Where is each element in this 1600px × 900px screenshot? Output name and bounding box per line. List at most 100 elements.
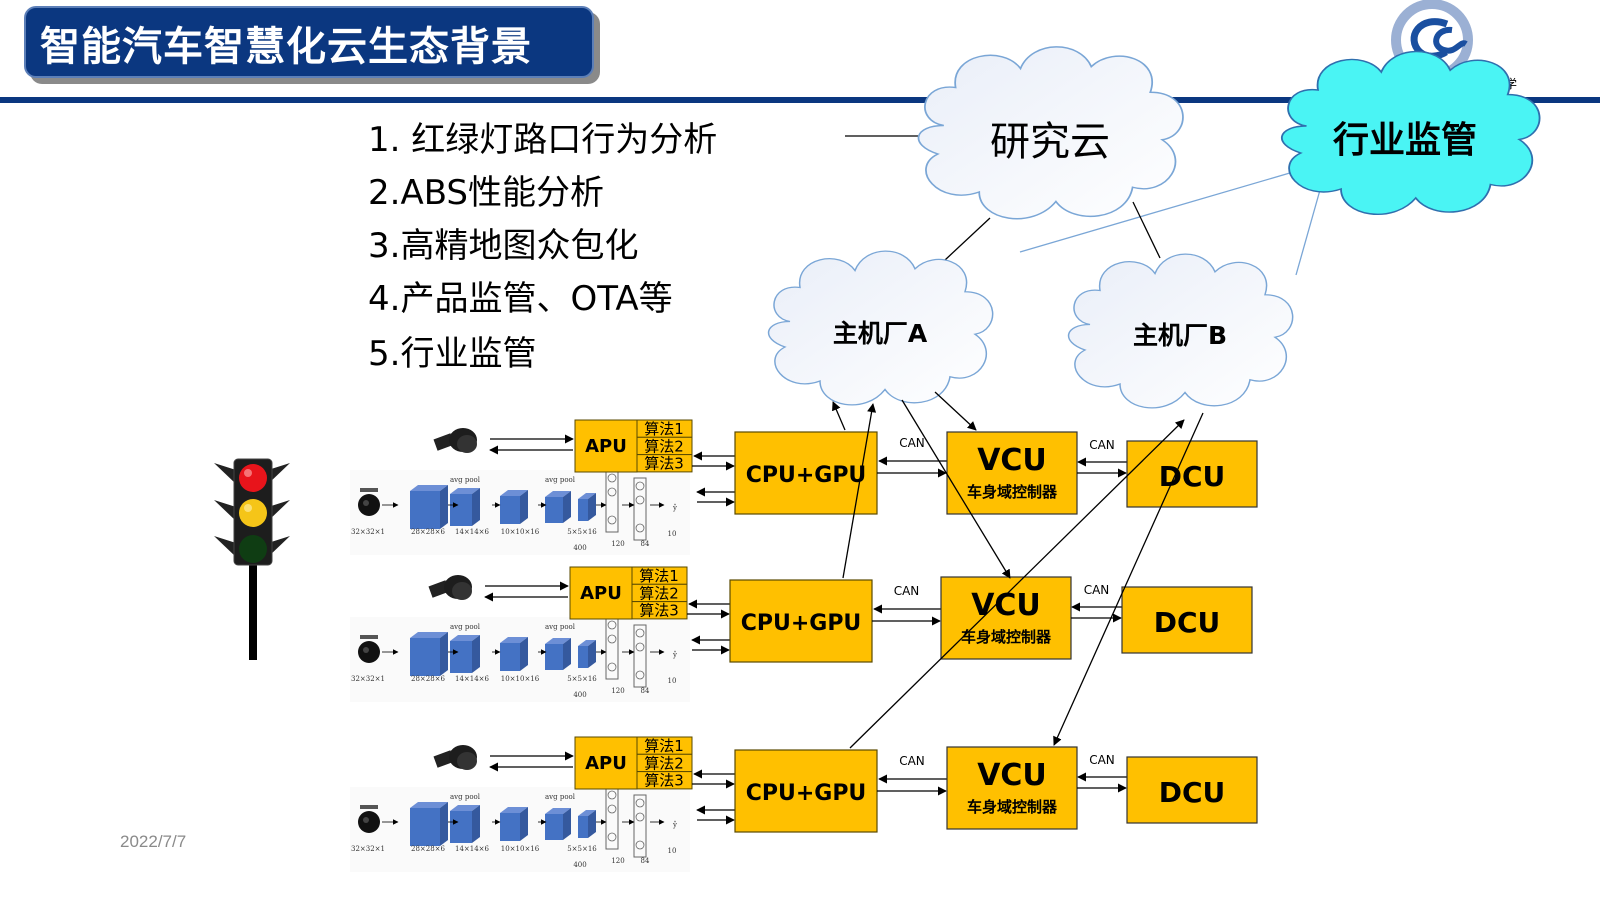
algorithm-label: 算法2 — [644, 754, 684, 772]
cpu-gpu-box: CPU+GPU — [729, 579, 873, 663]
cnn-output-label: ŷ — [672, 504, 677, 512]
cpu-gpu-label: CPU+GPU — [741, 611, 862, 636]
dcu-label: DCU — [1159, 776, 1226, 809]
cnn-dimension-label: 32×32×1 — [351, 675, 385, 683]
cnn-layer-block — [578, 816, 588, 838]
cnn-layer-block — [410, 638, 440, 676]
cnn-pool-label: avg pool — [450, 476, 481, 484]
cnn-output-label: ŷ — [672, 651, 677, 659]
uplink-arrow — [849, 419, 1185, 749]
cnn-dimension-label: 84 — [641, 687, 650, 695]
use-case-item: 1. 红绿灯路口行为分析 — [368, 120, 718, 160]
cnn-pool-label: avg pool — [545, 793, 576, 801]
camera-icon — [358, 488, 380, 516]
algorithm-slot — [636, 454, 693, 473]
cnn-dimension-label: 120 — [611, 857, 624, 865]
cnn-dimension-label: 10 — [668, 677, 677, 685]
vcu-label: VCU — [977, 758, 1047, 793]
cnn-dimension-label: 120 — [611, 540, 624, 548]
cnn-layer-block — [578, 499, 588, 521]
can-bus-label: CAN — [1089, 753, 1115, 767]
regulator-link — [1295, 189, 1321, 276]
cnn-dimension-label: 28×28×6 — [411, 675, 446, 683]
cpu-gpu-box: CPU+GPU — [734, 431, 878, 515]
cnn-dimension-label: 32×32×1 — [351, 845, 385, 853]
vcu-label: VCU — [971, 588, 1041, 623]
cnn-dimension-label: 14×14×6 — [455, 528, 490, 536]
dcu-box: DCU — [1126, 756, 1258, 824]
apu-label: APU — [585, 436, 627, 457]
cnn-dimension-label: 28×28×6 — [411, 528, 446, 536]
use-case-item: 5.行业监管 — [368, 334, 537, 374]
cnn-dimension-label: 14×14×6 — [455, 675, 490, 683]
vehicle-row: 32×32×1 28×28×6 14×14×6 10×10×16 5×5×16 120 84… — [350, 736, 1258, 872]
algorithm-label: 算法1 — [644, 420, 684, 438]
cnn-output-label: ŷ — [672, 821, 677, 829]
uplink-arrow — [832, 401, 846, 431]
algorithm-label: 算法3 — [639, 602, 679, 620]
cnn-layer-block — [450, 641, 472, 673]
cnn-dimension-label: 10×10×16 — [501, 675, 540, 683]
footer-date: 2022/7/7 — [120, 832, 187, 851]
regulator-link — [1019, 169, 1301, 253]
camera-icon — [358, 635, 380, 663]
cloud-link — [1132, 201, 1161, 259]
cnn-dimension-label: 5×5×16 — [567, 675, 597, 683]
sensor-icon — [433, 428, 477, 453]
use-case-item: 2.ABS性能分析 — [368, 173, 605, 213]
cnn-layer-block — [545, 644, 563, 670]
cnn-dimension-label: 28×28×6 — [411, 845, 446, 853]
cnn-dimension-label: 10×10×16 — [501, 528, 540, 536]
can-bus-label: CAN — [1084, 583, 1110, 597]
cnn-flatten-note: 400 — [573, 691, 586, 699]
can-bus-label: CAN — [1089, 438, 1115, 452]
cnn-pool-label: avg pool — [545, 623, 576, 631]
regulator-cloud-label: 行业监管 — [1333, 120, 1477, 161]
cnn-layer-block — [500, 643, 520, 671]
title-banner — [24, 6, 594, 78]
cnn-layer-block — [410, 808, 440, 846]
cnn-layer-block — [410, 491, 440, 529]
cnn-dimension-label: 120 — [611, 687, 624, 695]
cnn-layer-block — [450, 494, 472, 526]
algorithm-label: 算法3 — [644, 455, 684, 473]
page-title: 智能汽车智慧化云生态背景 — [40, 24, 532, 70]
vehicle-row: 32×32×1 28×28×6 14×14×6 10×10×16 5×5×16 120 84… — [350, 566, 1253, 702]
downlink-arrow — [934, 391, 977, 431]
use-case-item: 3.高精地图众包化 — [368, 226, 639, 266]
dcu-label: DCU — [1154, 606, 1221, 639]
algorithm-label: 算法2 — [644, 437, 684, 455]
cnn-pool-label: avg pool — [450, 793, 481, 801]
cnn-layer-block — [450, 811, 472, 843]
apu-label: APU — [585, 753, 627, 774]
cnn-pool-label: avg pool — [450, 623, 481, 631]
vcu-sublabel: 车身域控制器 — [961, 628, 1052, 646]
cnn-dimension-label: 84 — [641, 857, 650, 865]
dcu-box: DCU — [1126, 440, 1258, 508]
cnn-dimension-label: 5×5×16 — [567, 845, 597, 853]
algorithm-label: 算法3 — [644, 772, 684, 790]
algorithm-label: 算法1 — [639, 567, 679, 585]
fc-layer — [633, 794, 647, 858]
cnn-flatten-note: 400 — [573, 544, 586, 552]
cnn-dimension-label: 84 — [641, 540, 650, 548]
can-bus-label: CAN — [894, 584, 920, 598]
cpu-gpu-box: CPU+GPU — [734, 749, 878, 833]
header-divider — [0, 97, 1600, 103]
cnn-dimension-label: 10×10×16 — [501, 845, 540, 853]
cnn-layer-block — [500, 496, 520, 524]
traffic-light-icon — [214, 458, 290, 660]
can-bus-label: CAN — [899, 436, 925, 450]
apu-label: APU — [580, 583, 622, 604]
cnn-dimension-label: 14×14×6 — [455, 845, 490, 853]
cpu-gpu-label: CPU+GPU — [746, 463, 867, 488]
cnn-layer-block — [545, 814, 563, 840]
can-bus-label: CAN — [899, 754, 925, 768]
fc-layer — [633, 624, 647, 688]
vcu-label: VCU — [977, 443, 1047, 478]
